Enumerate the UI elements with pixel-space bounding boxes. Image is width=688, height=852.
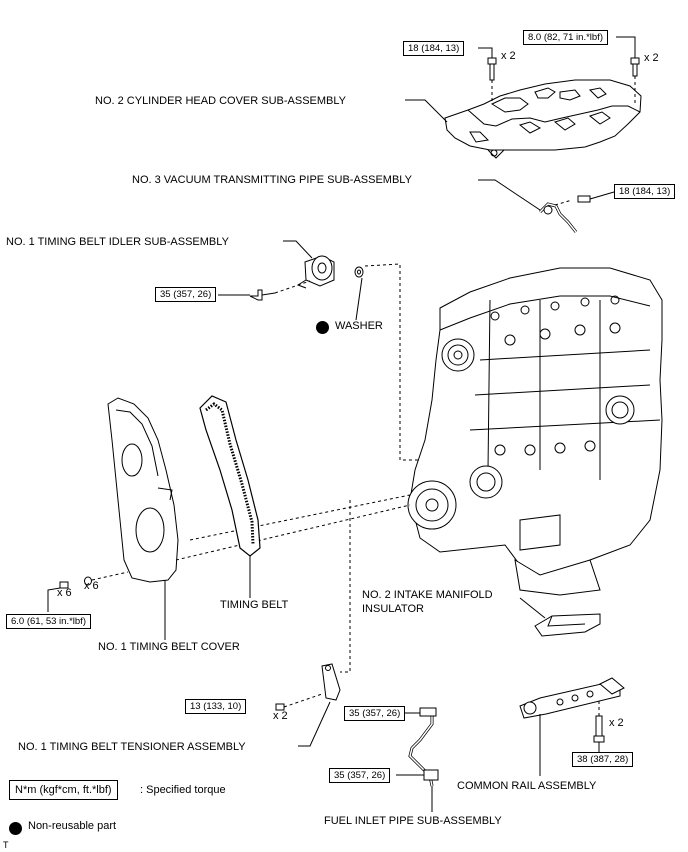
legend-torque-unit: N*m (kgf*cm, ft.*lbf) <box>9 780 118 800</box>
torque-box-fuel-pipe-upper: 35 (357, 26) <box>344 706 406 721</box>
legend-torque-desc: : Specified torque <box>140 784 226 796</box>
cylinder-head-cover-drawing <box>444 79 642 159</box>
corner-mark: T <box>3 840 9 850</box>
vacuum-pipe-label: NO. 3 VACUUM TRANSMITTING PIPE SUB-ASSEM… <box>132 174 412 186</box>
qty-tensioner: x 2 <box>273 710 288 722</box>
timing-belt-cover-label: NO. 1 TIMING BELT COVER <box>98 641 240 653</box>
non-reusable-mark <box>316 321 329 334</box>
cylinder-head-cover-label: NO. 2 CYLINDER HEAD COVER SUB-ASSEMBLY <box>95 95 347 107</box>
intake-insulator-label-line2: INSULATOR <box>362 603 424 615</box>
washer-drawing <box>354 263 420 461</box>
common-rail-label: COMMON RAIL ASSEMBLY <box>457 780 597 792</box>
fuel-inlet-pipe-drawing <box>408 707 439 787</box>
qty-belt-cover-washers: x 6 <box>84 580 99 592</box>
vacuum-pipe-drawing <box>538 191 615 233</box>
fuel-inlet-pipe-label: FUEL INLET PIPE SUB-ASSEMBLY <box>324 815 502 827</box>
tensioner-drawing <box>275 500 351 711</box>
torque-box-fuel-pipe-lower: 35 (357, 26) <box>329 768 391 783</box>
washer-label: WASHER <box>335 320 383 332</box>
torque-box-common-rail: 38 (387, 28) <box>572 752 634 767</box>
qty-cover-right: x 2 <box>644 52 659 64</box>
engine-block-drawing <box>407 267 663 596</box>
tensioner-label: NO. 1 TIMING BELT TENSIONER ASSEMBLY <box>18 741 246 753</box>
timing-belt-label: TIMING BELT <box>220 599 289 611</box>
qty-cover-left: x 2 <box>501 50 516 62</box>
timing-belt-cover-drawing <box>59 397 411 589</box>
intake-insulator-drawing <box>534 613 601 637</box>
cover-bolt-right-drawing <box>630 57 640 104</box>
torque-box-cover-left: 18 (184, 13) <box>403 41 465 56</box>
torque-box-tensioner: 13 (133, 10) <box>185 699 247 714</box>
torque-box-vacuum-pipe: 18 (184, 13) <box>614 184 676 199</box>
cover-bolt-left-drawing <box>487 57 497 104</box>
qty-belt-cover-bolts: x 6 <box>57 587 72 599</box>
legend-non-reusable-text: Non-reusable part <box>28 820 117 832</box>
legend-non-reusable-mark <box>9 822 22 835</box>
intake-insulator-label-line1: NO. 2 INTAKE MANIFOLD <box>362 589 493 601</box>
torque-box-cover-right: 8.0 (82, 71 in.*lbf) <box>523 30 608 45</box>
torque-box-belt-cover: 6.0 (61, 53 in.*lbf) <box>6 614 91 629</box>
timing-belt-drawing <box>199 395 261 557</box>
idler-label: NO. 1 TIMING BELT IDLER SUB-ASSEMBLY <box>6 236 229 248</box>
qty-common-rail: x 2 <box>609 717 624 729</box>
torque-box-idler: 35 (357, 26) <box>155 287 217 302</box>
common-rail-drawing <box>519 677 625 743</box>
idler-drawing <box>218 255 335 301</box>
